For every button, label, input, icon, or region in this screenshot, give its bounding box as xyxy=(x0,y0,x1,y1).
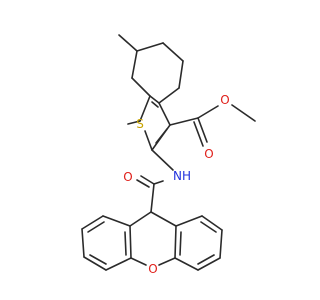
bond xyxy=(118,34,138,52)
bond xyxy=(131,50,138,79)
thiophene-sulfur-label: S xyxy=(136,117,144,131)
bond xyxy=(136,179,150,188)
bond xyxy=(124,231,127,256)
bond xyxy=(81,215,104,230)
amide-carbonyl-oxygen-label: O xyxy=(123,170,132,184)
atom-labels: O O S NH O O xyxy=(123,93,229,276)
bond xyxy=(87,221,105,233)
bond xyxy=(158,257,176,266)
bond xyxy=(175,215,203,227)
bond xyxy=(178,60,184,89)
bond xyxy=(197,105,219,119)
bonds xyxy=(81,34,256,271)
bond xyxy=(201,215,223,231)
bond xyxy=(200,221,217,233)
bond xyxy=(197,117,208,143)
bond xyxy=(150,211,177,227)
bond xyxy=(131,77,151,97)
bond xyxy=(155,128,168,144)
bond xyxy=(139,95,151,122)
bond xyxy=(140,175,155,185)
bond xyxy=(89,254,107,265)
bond xyxy=(162,42,184,62)
bond xyxy=(153,180,164,185)
bond xyxy=(144,130,153,151)
xanthene-oxygen-label: O xyxy=(148,262,157,276)
bond xyxy=(81,228,85,258)
bond xyxy=(179,231,182,256)
molecule-canvas: O O S NH O O xyxy=(81,34,256,276)
bond xyxy=(169,117,199,126)
bond xyxy=(105,257,132,271)
ester-oxygen-label: O xyxy=(220,93,229,107)
bond xyxy=(150,183,155,213)
bond xyxy=(151,149,174,171)
bond xyxy=(197,257,221,271)
molecule-structure-diagram: O O S NH O O xyxy=(81,34,256,276)
bond xyxy=(151,101,159,108)
bond xyxy=(149,95,160,104)
bond xyxy=(174,257,199,271)
bond xyxy=(129,225,132,259)
bond xyxy=(219,229,223,259)
bond xyxy=(158,102,171,126)
bond xyxy=(158,87,180,104)
bond xyxy=(231,104,256,122)
bond xyxy=(102,215,131,227)
bond xyxy=(127,120,141,125)
bond xyxy=(193,121,204,147)
bond xyxy=(136,42,164,52)
bond xyxy=(83,256,107,271)
bond xyxy=(174,225,177,259)
bond xyxy=(129,211,152,227)
bond xyxy=(130,257,147,266)
amide-nitrogen-label: NH xyxy=(173,169,191,183)
ester-carbonyl-oxygen-label: O xyxy=(204,147,213,161)
bond xyxy=(197,254,215,265)
